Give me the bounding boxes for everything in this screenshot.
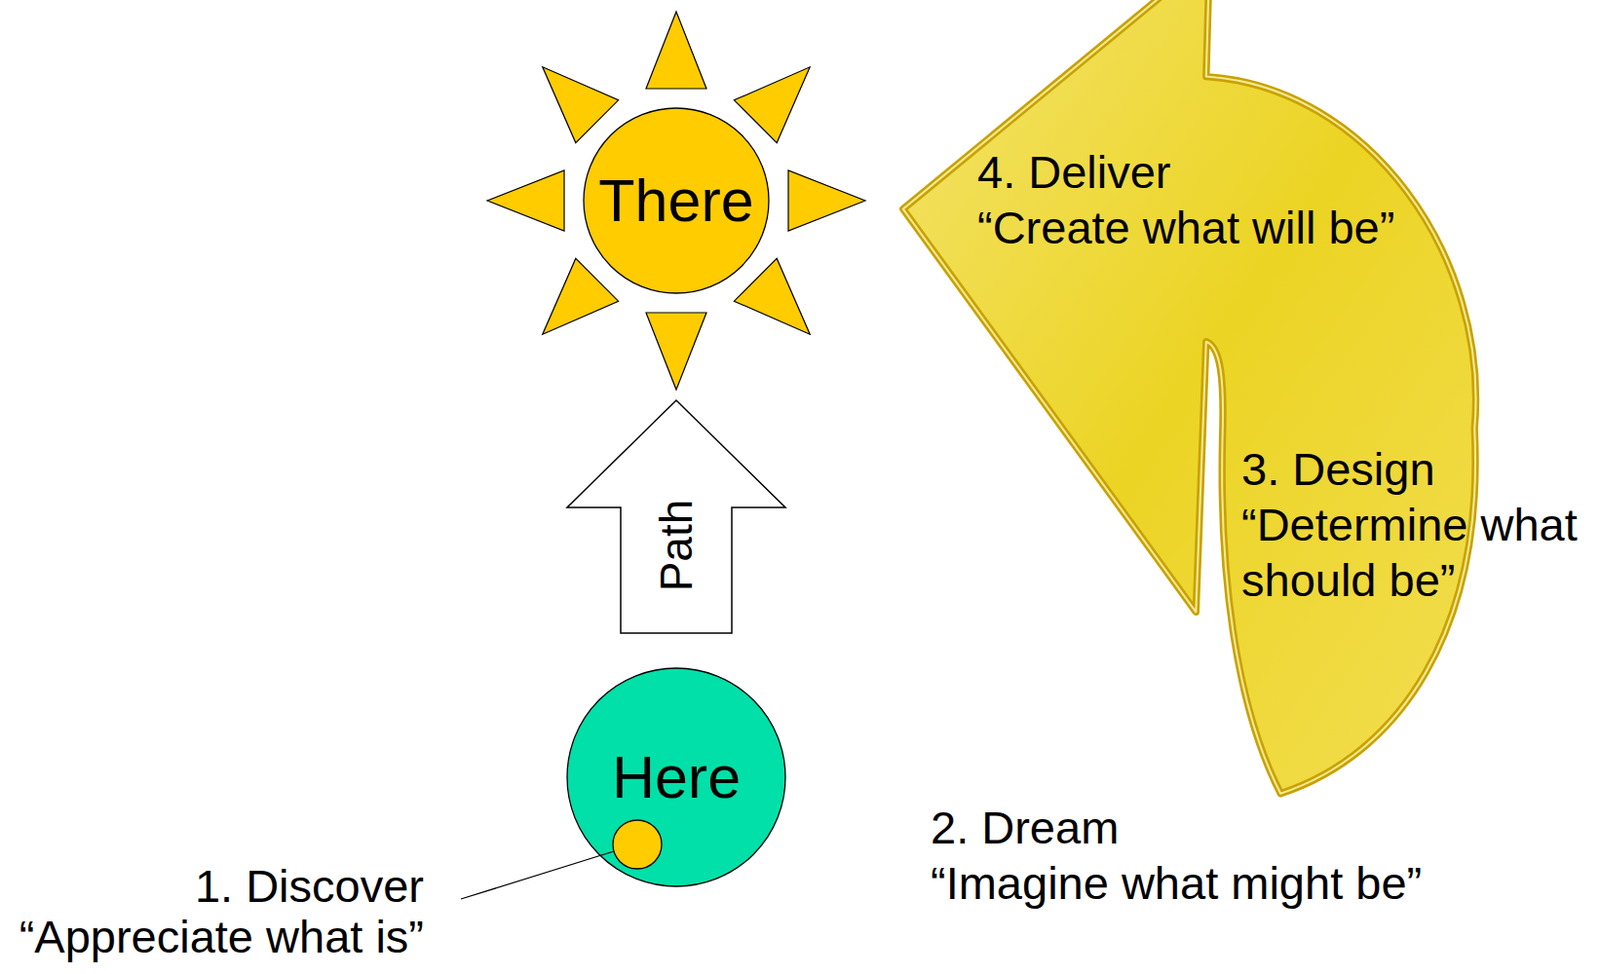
block-arrow [567, 400, 786, 634]
sun-ray [542, 67, 619, 144]
cycle-arrow [903, 0, 1477, 795]
sun-ray [646, 312, 707, 390]
goal-circle: There [582, 107, 770, 295]
sun-ray [487, 170, 565, 231]
phase-motto: “Create what will be” [977, 199, 1395, 256]
cycle-arrow-highlight [903, 0, 1477, 795]
discovery-dot [612, 820, 662, 870]
phase-title: 4. Deliver [977, 144, 1172, 200]
circle-outline [583, 108, 769, 294]
start-circle: Here [566, 667, 787, 888]
node-label: There [598, 166, 754, 235]
sun-ray [646, 11, 707, 89]
phase-title: 2. Dream [930, 800, 1119, 856]
circle-outline [567, 668, 786, 887]
phase-title: 1. Discover [194, 861, 424, 913]
phase-motto: “Appreciate what is” [19, 912, 424, 963]
sun-rays [487, 11, 866, 390]
node-label: Here [611, 743, 741, 812]
phase-title: 3. Design [1241, 441, 1436, 497]
leader-line [460, 851, 614, 900]
sun-ray [733, 258, 810, 335]
sun-ray [788, 170, 866, 231]
sun-ray [733, 67, 810, 144]
sun-ray [542, 258, 619, 335]
cycle-arrow-group [903, 0, 1477, 795]
path-label: Path [650, 499, 702, 593]
phase-motto: “Imagine what might be” [930, 855, 1422, 912]
phase-motto: “Determine what should be” [1241, 496, 1593, 609]
